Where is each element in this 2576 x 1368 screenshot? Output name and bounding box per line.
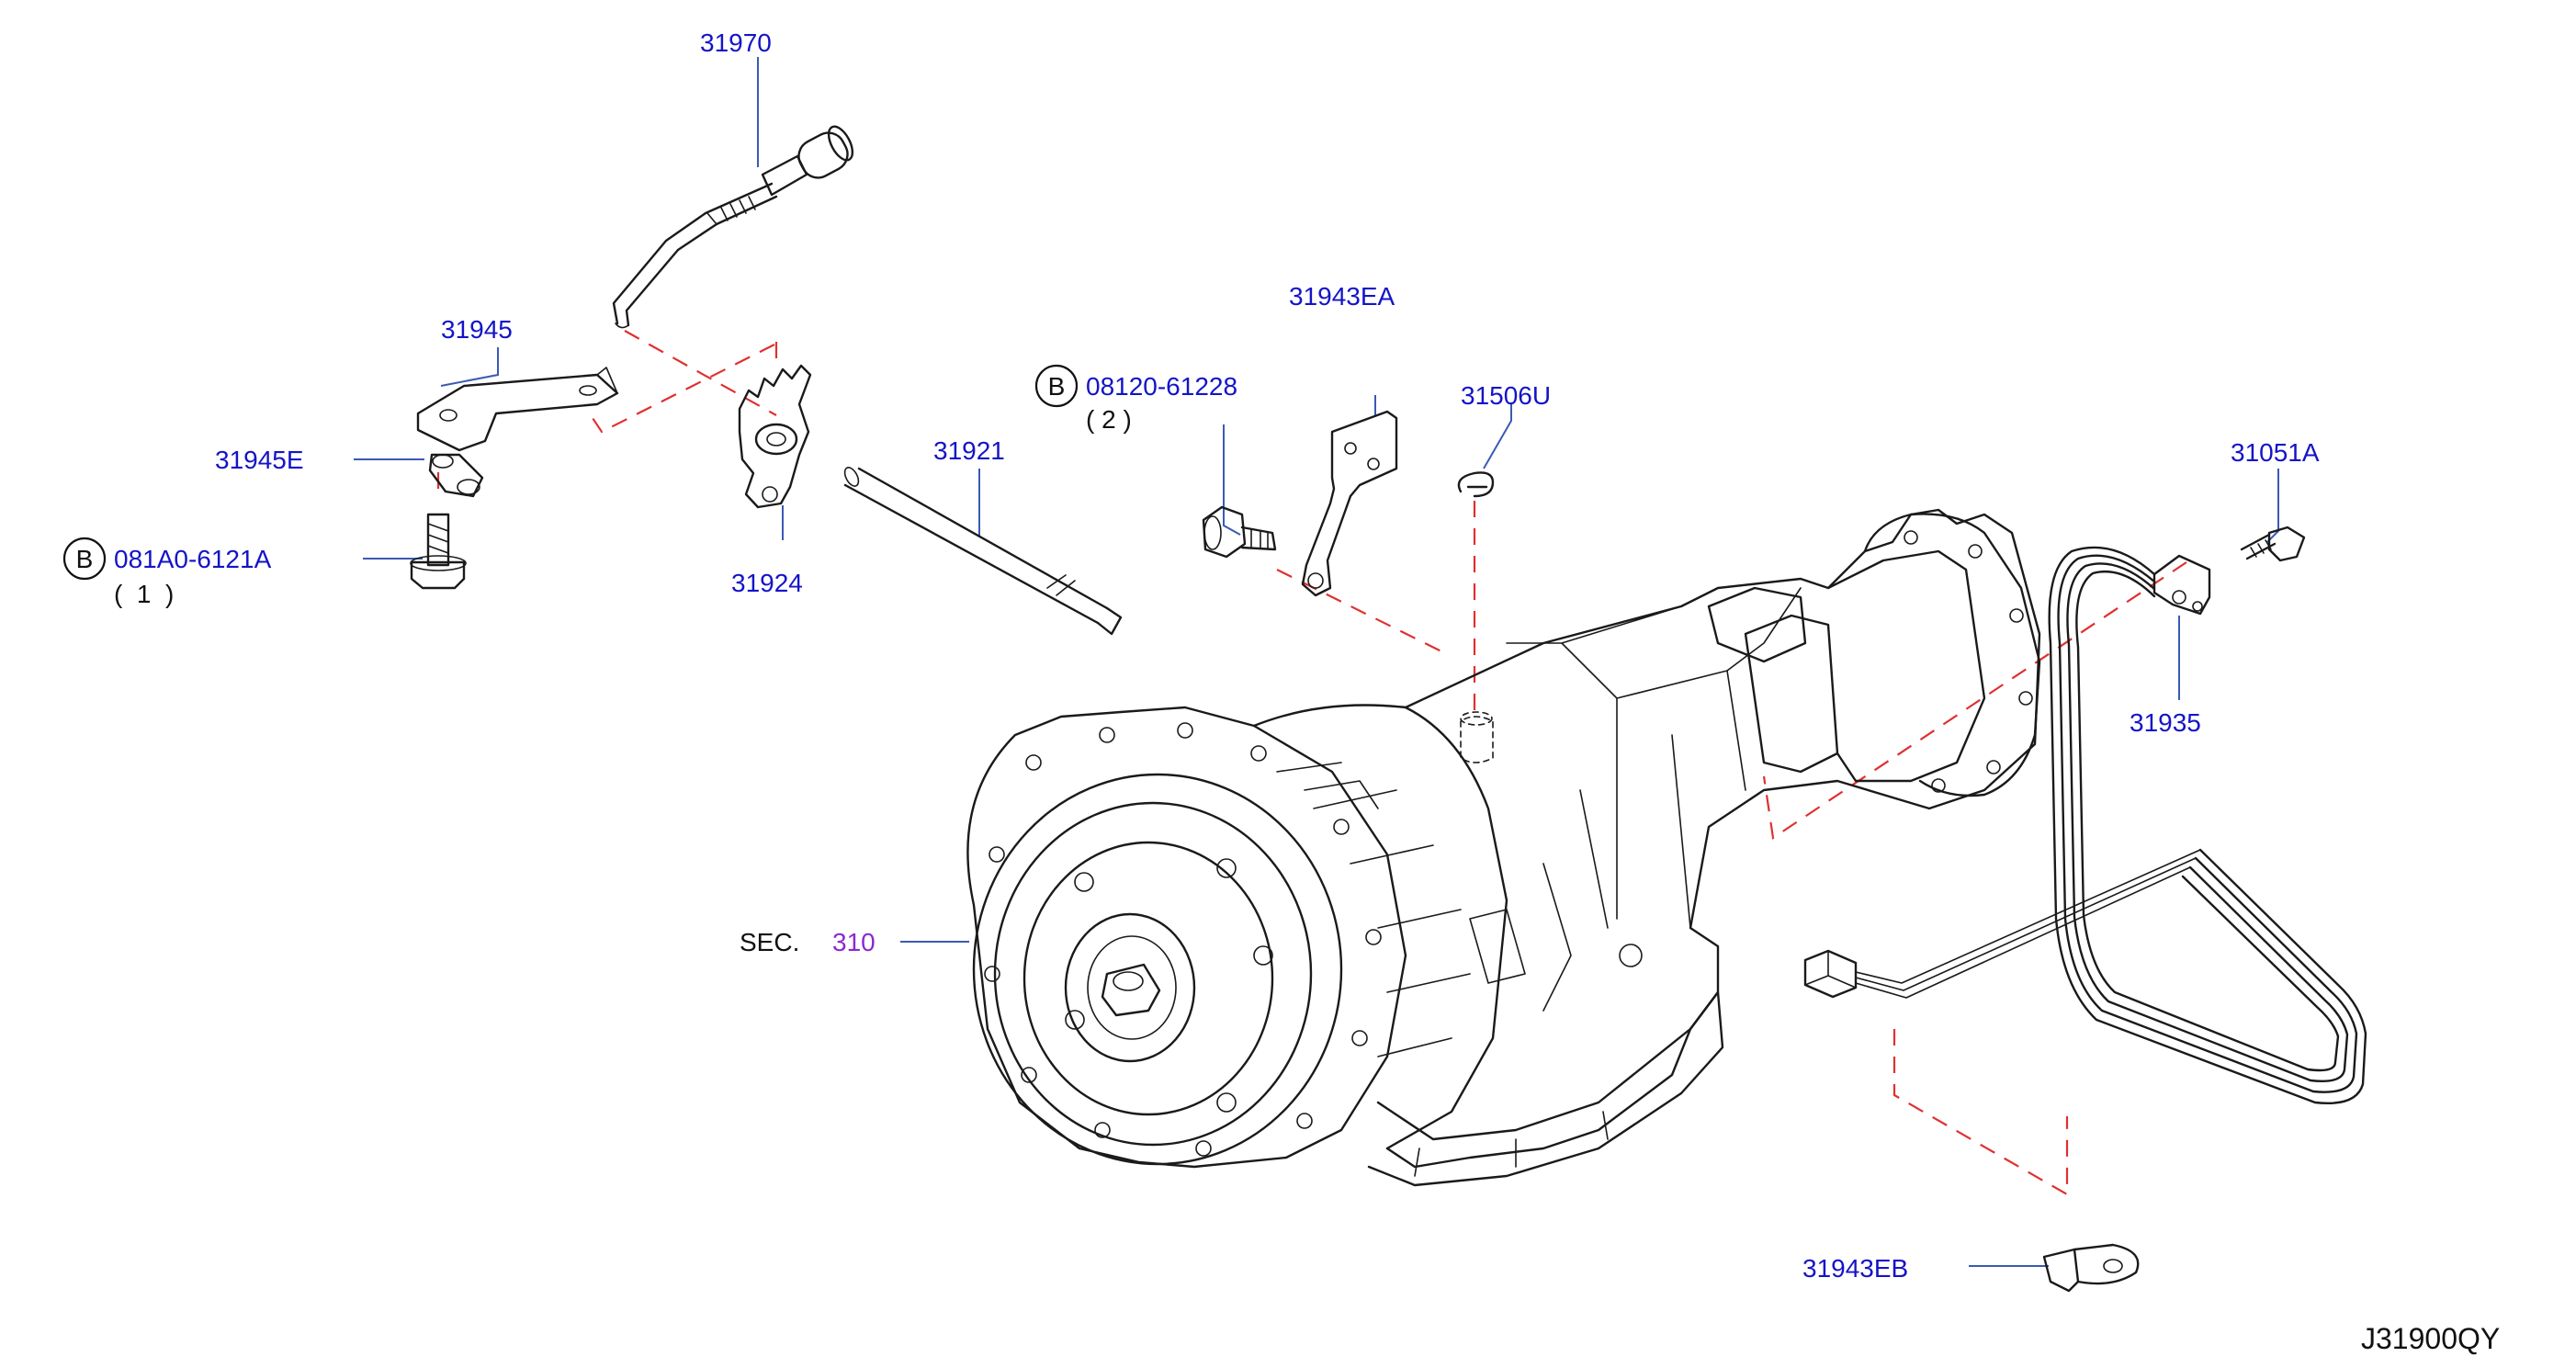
part-31943EB-clamp[interactable] <box>2042 1243 2140 1293</box>
label-31506U[interactable]: 31506U <box>1461 381 1551 410</box>
dashed-relation-lines <box>436 330 2187 1196</box>
label-31924[interactable]: 31924 <box>731 569 803 597</box>
bolt-081A0-6121A[interactable] <box>410 513 467 590</box>
part-31935-harness[interactable] <box>1803 546 2367 1104</box>
label-31921[interactable]: 31921 <box>933 436 1005 465</box>
part-31945E-washer[interactable] <box>428 453 484 498</box>
label-sec-310[interactable]: 310 <box>832 928 876 956</box>
transmission-assembly <box>966 508 2041 1187</box>
part-31945-bracket[interactable] <box>416 367 619 452</box>
part-31921-shaft[interactable] <box>842 465 1123 636</box>
label-sec-prefix: SEC. <box>740 928 799 956</box>
part-labels: 31970 31945 31945E 081A0-6121A ( 1 ) 319… <box>114 28 2500 1355</box>
label-31051A[interactable]: 31051A <box>2231 438 2320 467</box>
part-31970-cable[interactable] <box>612 123 857 329</box>
label-08120-61228[interactable]: 08120-61228 <box>1086 372 1237 401</box>
part-31943EA-bracket[interactable] <box>1301 410 1398 597</box>
part-31506U-clip[interactable] <box>1457 471 1495 498</box>
bolt-b-badge-icon: B <box>76 545 94 573</box>
label-31970[interactable]: 31970 <box>700 28 772 57</box>
part-31051A-bolt[interactable] <box>2240 526 2306 562</box>
bolt-08120-61228[interactable] <box>1202 505 1277 559</box>
label-31945E[interactable]: 31945E <box>215 446 304 474</box>
part-31924-detent-plate[interactable] <box>738 364 812 509</box>
leader-lines <box>354 57 2279 1267</box>
bolt-b-badge-icon: B <box>1048 372 1066 401</box>
bolt-badge-081A0: B <box>62 537 107 581</box>
label-081A0-6121A[interactable]: 081A0-6121A <box>114 545 272 573</box>
sensor-plug <box>1460 711 1494 763</box>
label-31943EB[interactable]: 31943EB <box>1802 1254 1908 1283</box>
label-081A0-qty: ( 1 ) <box>114 580 174 608</box>
diagram-id: J31900QY <box>2361 1322 2500 1355</box>
bolt-badge-08120: B <box>1034 364 1079 408</box>
label-31943EA[interactable]: 31943EA <box>1289 282 1395 311</box>
label-08120-qty: ( 2 ) <box>1086 405 1132 434</box>
label-31935[interactable]: 31935 <box>2130 708 2201 737</box>
label-31945[interactable]: 31945 <box>441 315 513 344</box>
